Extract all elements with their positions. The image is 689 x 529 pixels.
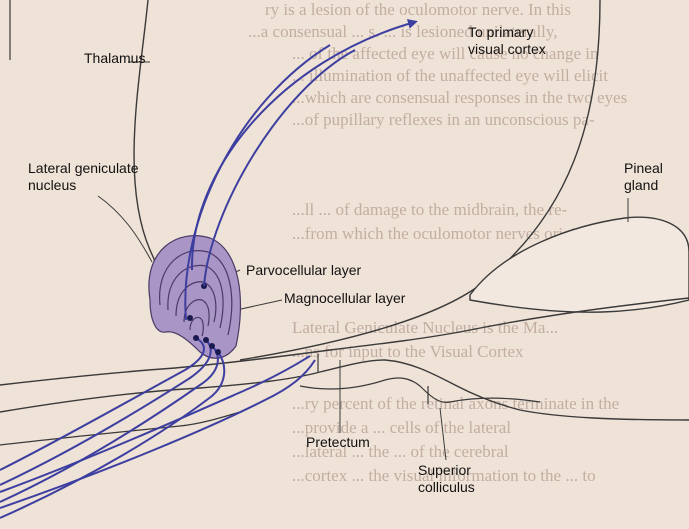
label-pineal-line1: Pineal [624,160,663,177]
label-parvocellular: Parvocellular layer [246,262,361,279]
label-thalamus: Thalamus [84,50,145,67]
lgn-leader [98,196,152,262]
colliculus-contour [300,378,540,402]
fiber [0,356,310,492]
label-lgn-line2: nucleus [28,177,76,194]
pineal-gland [470,217,689,312]
retinal-fibers [0,338,315,518]
label-superior-colliculus-line2: colliculus [418,479,475,496]
brainstem-upper-contour [0,298,689,385]
label-lgn-line1: Lateral geniculate [28,160,139,177]
radiation-fiber [192,22,415,270]
label-visual-cortex-line2: visual cortex [468,41,546,58]
brainstem-mid-contour [0,360,689,420]
label-pineal-line2: gland [624,177,658,194]
fiber [0,340,211,485]
label-superior-colliculus-line1: Superior [418,462,471,479]
colliculus-leader [440,408,446,460]
label-visual-cortex-line1: To primary [468,24,533,41]
label-pretectum: Pretectum [306,434,370,451]
label-magnocellular: Magnocellular layer [284,290,405,307]
